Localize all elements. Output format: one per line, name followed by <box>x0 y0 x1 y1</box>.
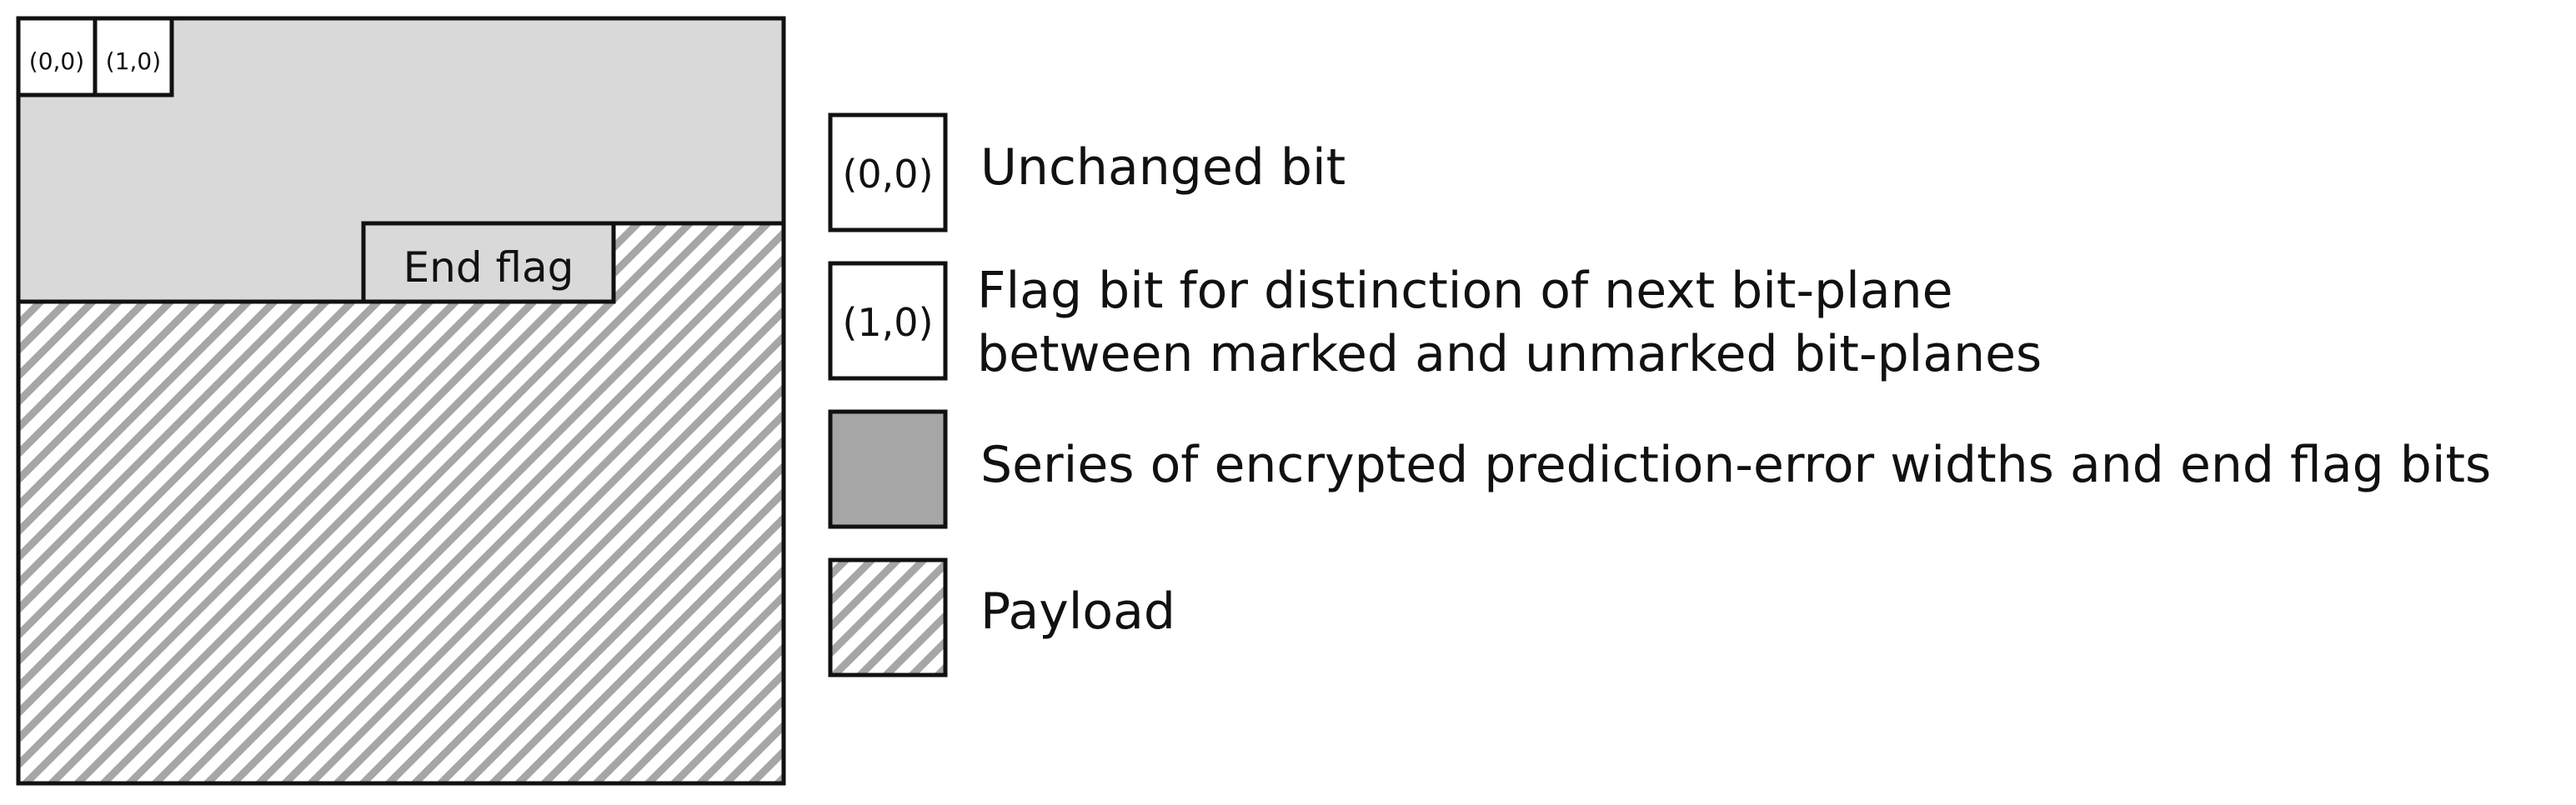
legend-text-flag-line1: Flag bit for distinction of next bit-pla… <box>977 262 1953 320</box>
legend-text-encrypted: Series of encrypted prediction-error wid… <box>980 433 2491 497</box>
legend-swatch-flag-label: (1,0) <box>842 300 933 345</box>
legend-swatch-flag <box>828 261 948 381</box>
legend-swatch-payload <box>828 558 948 678</box>
legend-swatch-encrypted <box>828 409 948 529</box>
legend-text-payload-line: Payload <box>980 582 1175 641</box>
bitplane-block: End flag (0,0) (1,0) <box>16 16 786 786</box>
cell-unchanged <box>16 16 98 98</box>
payload-region <box>18 223 784 783</box>
legend-text-encrypted-line: Series of encrypted prediction-error wid… <box>980 436 2492 494</box>
legend-text-flag-line2: between marked and unmarked bit-planes <box>977 325 2042 383</box>
legend: (0,0) (1,0) <box>828 112 948 678</box>
bitplane-border <box>16 16 786 786</box>
legend-text-flag: Flag bit for distinction of next bit-pla… <box>977 259 2042 386</box>
legend-swatch-unchanged <box>828 112 948 232</box>
legend-swatch-unchanged-label: (0,0) <box>842 152 933 197</box>
end-flag-box <box>361 221 616 304</box>
cell-unchanged-label: (0,0) <box>29 48 84 75</box>
cell-flag-label: (1,0) <box>106 48 161 75</box>
legend-text-unchanged: Unchanged bit <box>980 136 1346 199</box>
end-flag-label: End flag <box>403 243 574 292</box>
legend-text-payload: Payload <box>980 580 1175 643</box>
legend-text-unchanged-line: Unchanged bit <box>980 138 1346 197</box>
